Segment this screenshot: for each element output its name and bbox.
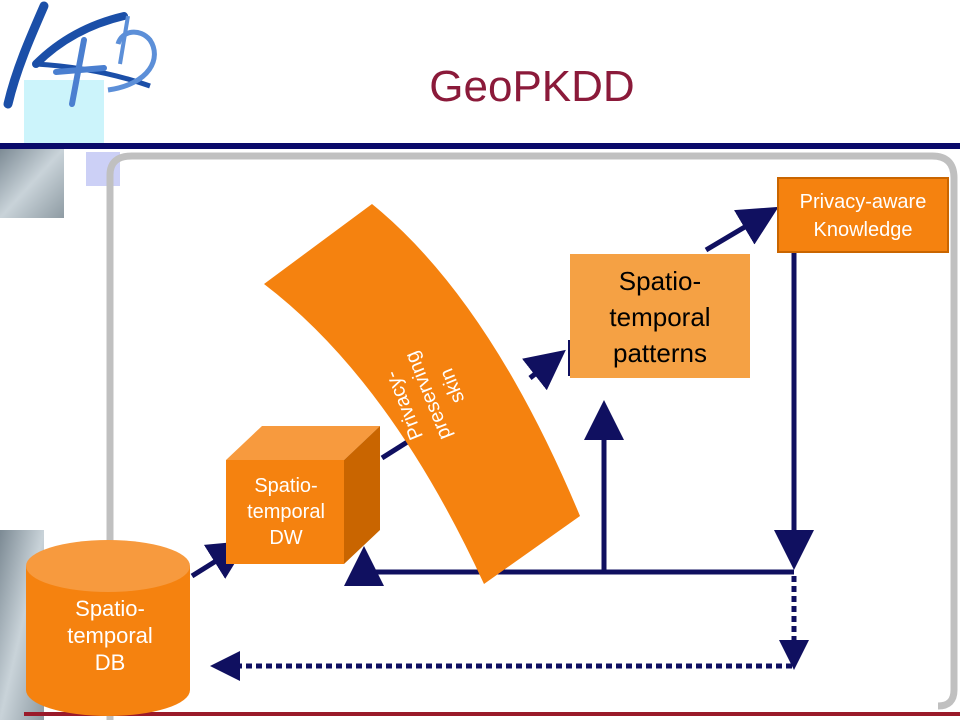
node-spatio-temporal-patterns: Spatio- temporal patterns: [570, 254, 750, 378]
patterns-label-line-1: Spatio-: [619, 266, 701, 296]
patterns-label-line-3: patterns: [613, 338, 707, 368]
node-spatio-temporal-db: Spatio- temporal DB: [26, 540, 190, 716]
arrow-skin-to-patterns: [522, 349, 566, 391]
header-rule: [0, 143, 960, 149]
db-label-line-3: DB: [95, 650, 126, 675]
node-privacy-preserving-skin: Privacy- preserving skin: [264, 204, 580, 584]
node-privacy-aware-knowledge: Privacy-aware Knowledge: [777, 177, 949, 253]
granite-texture-top: [0, 148, 64, 218]
db-label-line-2: temporal: [67, 623, 153, 648]
db-label-line-1: Spatio-: [75, 596, 145, 621]
knowledge-label-line-2: Knowledge: [814, 219, 913, 241]
logo-backdrop: [24, 80, 104, 146]
dw-label-line-3: DW: [269, 527, 302, 549]
knowledge-label-line-1: Privacy-aware: [800, 191, 927, 213]
footer-rule: [24, 712, 960, 716]
dw-label-line-1: Spatio-: [254, 475, 317, 497]
kd-logo-icon: K+D: [3, 1, 157, 109]
logo-text: K+D: [90, 59, 92, 61]
node-spatio-temporal-dw: Spatio- temporal DW: [226, 426, 380, 564]
slide-title: GeoPKDD: [429, 62, 635, 111]
patterns-label-line-2: temporal: [609, 302, 710, 332]
diagram-frame: [106, 152, 958, 720]
arrow-patterns-to-knowledge: [704, 206, 779, 253]
dw-label-line-2: temporal: [247, 501, 325, 523]
